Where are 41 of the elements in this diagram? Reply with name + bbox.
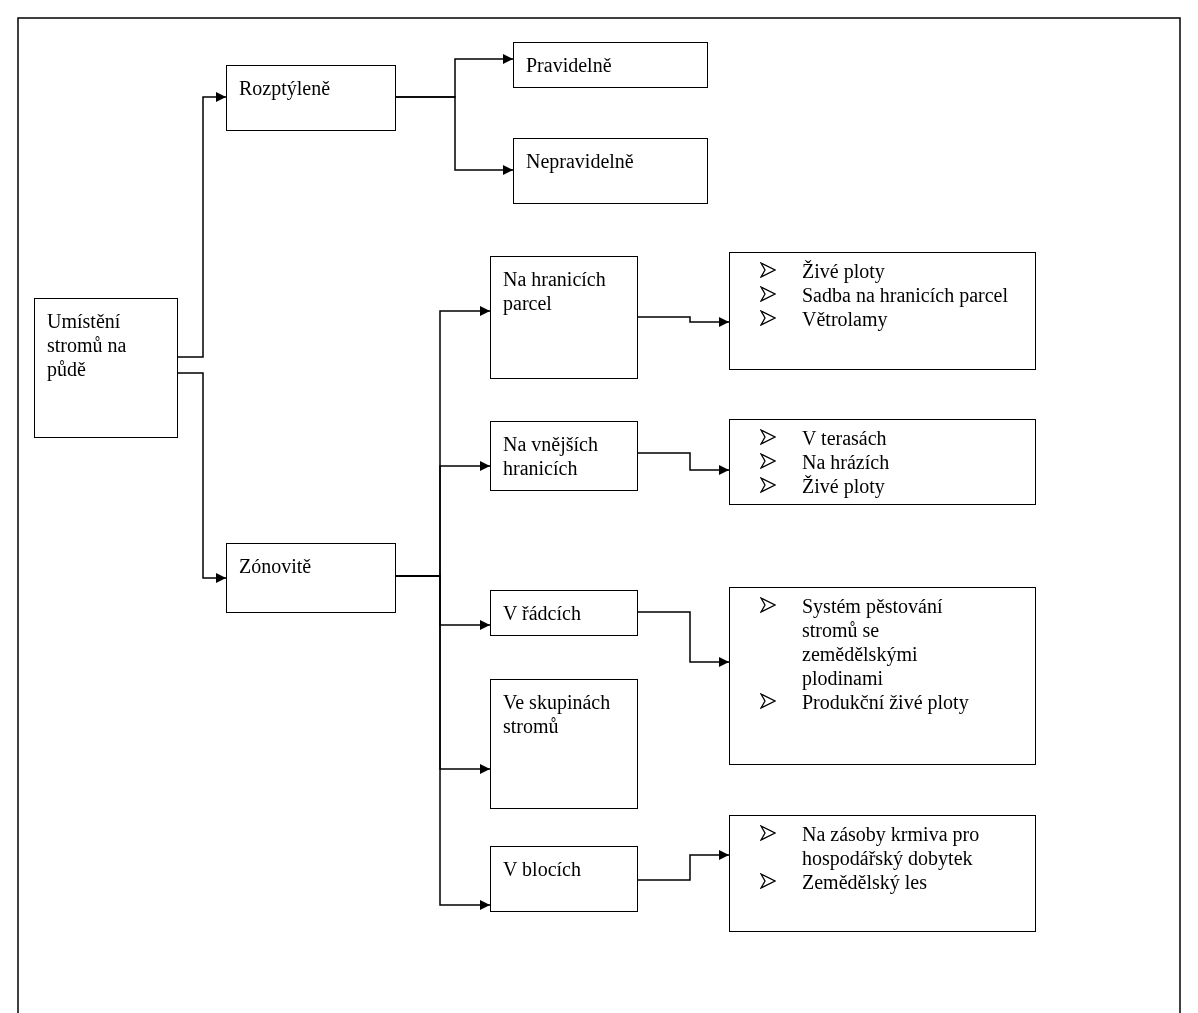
process-box: [513, 42, 708, 88]
box-label: Ve skupinách stromů: [503, 690, 612, 738]
process-box: [226, 65, 396, 131]
list-box: [729, 252, 1036, 370]
connector-arrow: [177, 372, 227, 583]
box-label: V blocích: [503, 857, 582, 881]
process-box: [490, 679, 638, 809]
list-item-text: Na hrázích: [802, 450, 891, 474]
list-item-text: Zemědělský les: [802, 870, 928, 894]
list-box: [729, 587, 1036, 765]
connector-arrow: [637, 611, 730, 667]
connector-arrow: [637, 850, 730, 881]
box-label: Na hranicích parcel: [503, 267, 607, 315]
box-label: Rozptýleně: [239, 76, 332, 100]
process-box: [34, 298, 178, 438]
list-box: [729, 419, 1036, 505]
box-label: Zónovitě: [239, 554, 313, 578]
list-box: [729, 815, 1036, 932]
list-item-text: Systém pěstování stromů se zemědělskými plodinami: [802, 594, 944, 690]
list-item-text: Větrolamy: [802, 307, 889, 331]
box-label: Pravidelně: [526, 53, 613, 77]
process-box: [490, 421, 638, 491]
list-item-text: V terasách: [802, 426, 888, 450]
box-label: Umístění stromů na půdě: [47, 309, 128, 381]
list-item-text: Živé ploty: [802, 474, 886, 498]
process-box: [490, 256, 638, 379]
list-item-text: Na zásoby krmiva pro hospodářský dobytek: [802, 822, 981, 870]
process-box: [226, 543, 396, 613]
list-item-text: Sadba na hranicích parcel: [802, 283, 1009, 307]
list-item-text: Produkční živé ploty: [802, 690, 970, 714]
connector-arrow: [637, 316, 730, 327]
connector-arrow: [177, 92, 227, 358]
process-box: [513, 138, 708, 204]
process-box: [490, 846, 638, 912]
list-item-text: Živé ploty: [802, 259, 886, 283]
connector-arrow: [395, 96, 514, 175]
box-label: V řádcích: [503, 601, 582, 625]
process-box: [490, 590, 638, 636]
box-label: Nepravidelně: [526, 149, 635, 173]
connector-arrow: [637, 452, 730, 475]
box-label: Na vnějších hranicích: [503, 432, 599, 480]
